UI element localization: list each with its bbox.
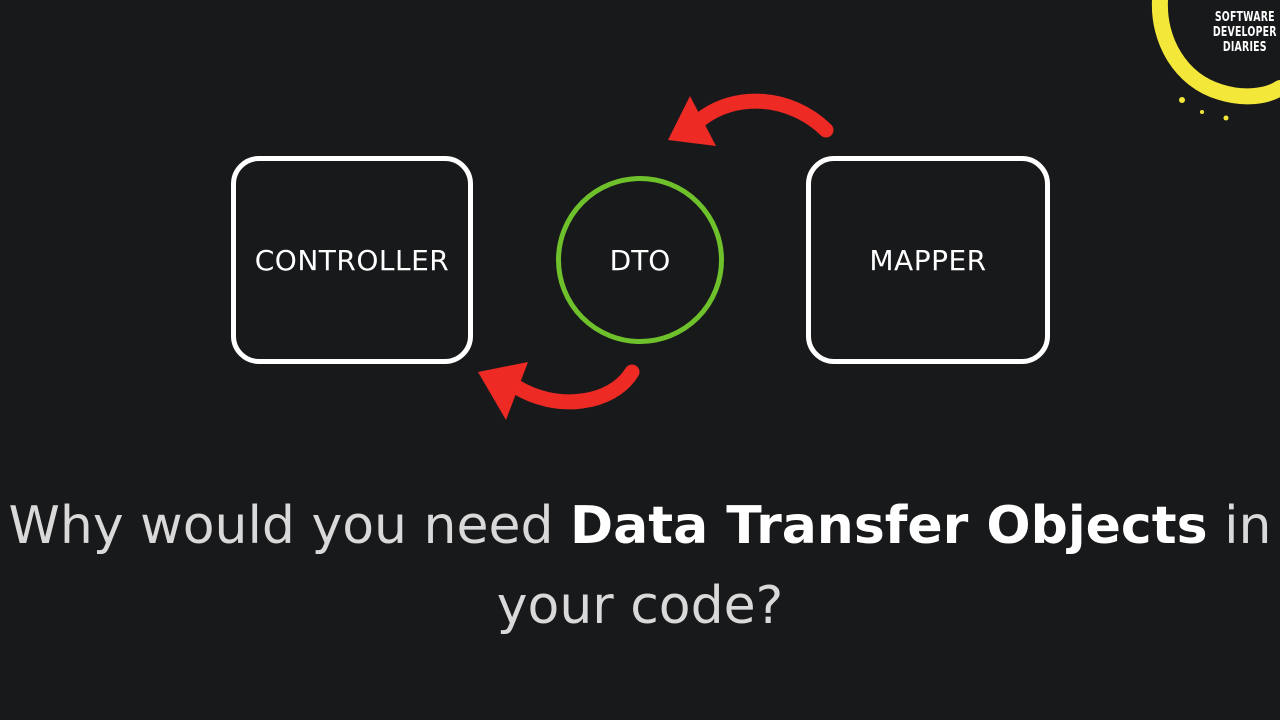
arrow-dto-to-controller <box>478 362 640 420</box>
headline-part1: Why would you need <box>8 496 570 556</box>
channel-logo: SOFTWARE DEVELOPER DIARIES <box>1150 0 1280 130</box>
headline: Why would you need Data Transfer Objects… <box>0 486 1280 646</box>
arrow-mapper-to-dto <box>668 93 834 146</box>
logo-ring-icon <box>1151 0 1280 121</box>
headline-part3: in your code? <box>496 496 1272 636</box>
logo-line-1: SOFTWARE <box>1214 10 1275 25</box>
headline-bold-term: Data Transfer Objects <box>570 496 1208 556</box>
logo-line-3: DIARIES <box>1222 40 1267 55</box>
logo-text: SOFTWARE DEVELOPER DIARIES <box>1198 10 1280 55</box>
logo-line-2: DEVELOPER <box>1212 25 1277 40</box>
controller-box: CONTROLLER <box>231 156 473 364</box>
dto-circle: DTO <box>556 176 724 344</box>
dto-label: DTO <box>609 243 671 277</box>
mapper-label: MAPPER <box>869 243 987 277</box>
controller-label: CONTROLLER <box>254 243 450 277</box>
mapper-box: MAPPER <box>806 156 1050 364</box>
